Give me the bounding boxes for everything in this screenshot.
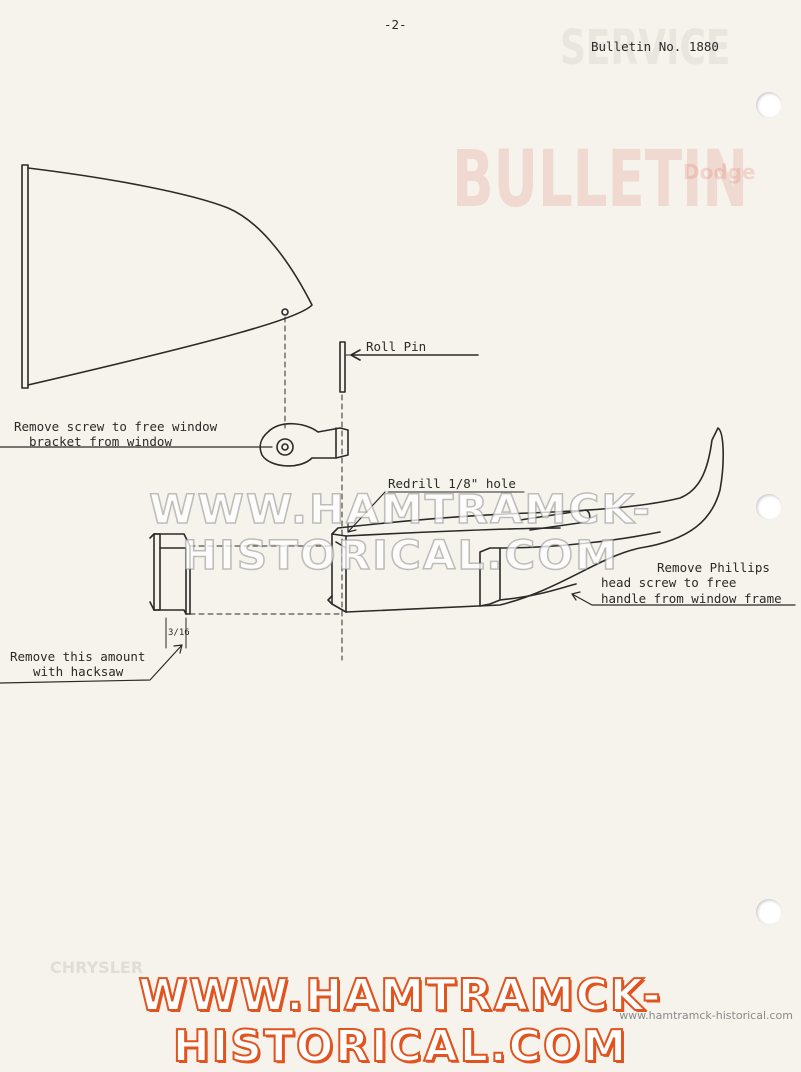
vent-window-glass [21, 164, 313, 389]
roll-pin-label: Roll Pin [366, 339, 427, 354]
punch-hole-top [756, 92, 782, 118]
punch-hole-middle [756, 494, 782, 520]
window-handle-diagram [0, 164, 796, 684]
bleed-service-word: SERVICE [560, 20, 731, 76]
bleed-dodge-logo: Dodge [683, 160, 756, 184]
remove-screw-label-line1: Remove screw to free window [14, 419, 218, 434]
hacksaw-leader [0, 644, 183, 684]
punch-hole-bottom [756, 899, 782, 925]
redrill-arrow [347, 491, 386, 533]
window-bracket [259, 422, 349, 467]
phillips-label-line3: handle from window frame [601, 591, 782, 606]
watermark-small-url: www.hamtramck-historical.com [619, 1009, 793, 1022]
window-frame-handle [327, 427, 724, 613]
bulletin-number: Bulletin No. 1880 [591, 39, 719, 54]
bulletin-page: BULLETIN SERVICE Dodge CHRYSLER -2- Bull… [0, 17, 796, 1072]
phillips-label-line1: Remove Phillips [657, 560, 770, 575]
redrill-label: Redrill 1/8" hole [388, 476, 516, 491]
phillips-label-line2: head screw to free [601, 575, 737, 590]
hacksaw-label-line2: with hacksaw [33, 664, 124, 679]
remove-screw-label-line2: bracket from window [29, 434, 172, 449]
phillips-arrow [571, 591, 796, 606]
cut-off-piece [149, 533, 191, 615]
bleed-bulletin-word: BULLETIN [452, 135, 749, 225]
hacksaw-dimension [165, 617, 187, 649]
page-number: -2- [384, 17, 407, 32]
hacksaw-label-line1: Remove this amount [10, 649, 146, 664]
roll-pin [339, 341, 361, 393]
alignment-lines [189, 316, 343, 661]
bleed-chrysler-footer: CHRYSLER [50, 958, 144, 977]
watermark-mid: WWW.HAMTRAMCK-HISTORICAL.COM [148, 486, 652, 580]
roll-pin-arrow [350, 349, 479, 361]
hacksaw-dimension-label: 3/16 [168, 628, 190, 638]
